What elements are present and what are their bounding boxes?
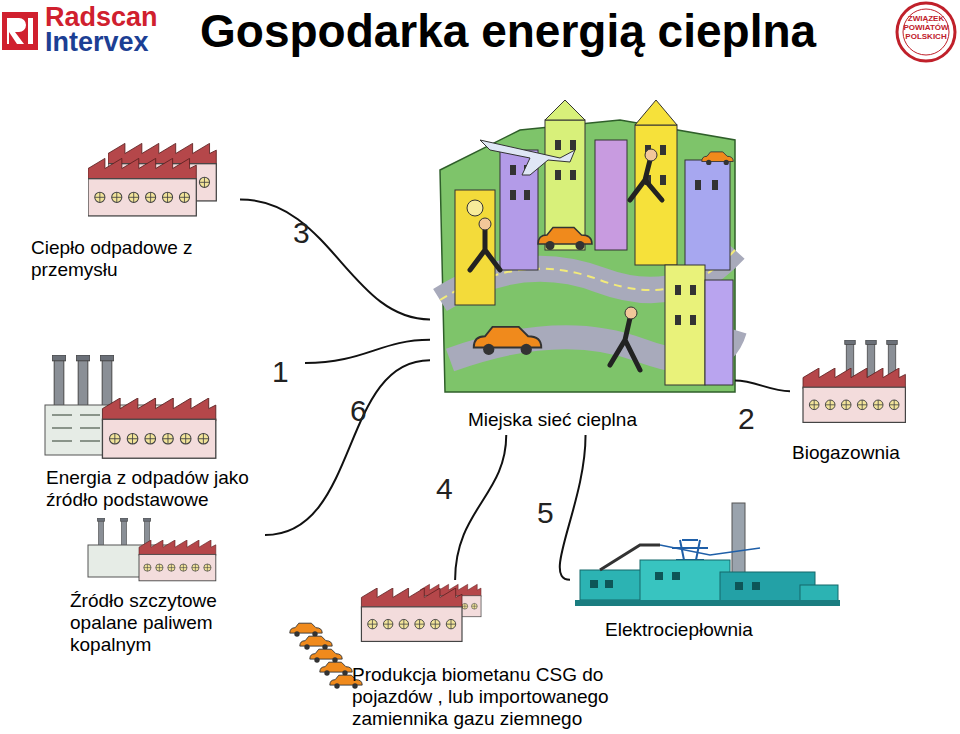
heat-pipe: [240, 199, 430, 319]
heat-source: Ciepło odpadowe z przemysłu: [25, 140, 240, 285]
node-label: Ciepło odpadowe z przemysłu: [31, 237, 236, 281]
heat-pipe: [735, 381, 790, 392]
node-label-group: Biogazownia: [792, 442, 912, 464]
chp-plant: [575, 503, 840, 606]
node-label: Elektrociepłownia: [605, 619, 840, 641]
node-label: Miejska sieć cieplna: [468, 409, 728, 431]
callout-number: 2: [738, 404, 755, 434]
heat-pipe: [560, 435, 586, 580]
heat-source: Produkcja biometanu CSG do pojazdów , lu…: [285, 580, 690, 732]
node-label-group: Miejska sieć cieplna: [468, 409, 728, 431]
node-label-group: Ciepło odpadowe z przemysłu: [31, 237, 236, 281]
heat-source: Elektrociepłownia: [570, 500, 845, 645]
heat-source: Biogazownia: [790, 340, 912, 468]
node-label-group: Energia z odpadów jako źródło podstawowe: [46, 467, 301, 511]
callout-number: 5: [537, 498, 554, 528]
callout-number: 3: [293, 218, 310, 248]
node-label: Źródło szczytowe opalane paliwem kopalny…: [70, 590, 265, 656]
company-name: Intervex: [45, 28, 195, 58]
node-label-group: Elektrociepłownia: [605, 619, 840, 641]
union-name: ZWIĄZEK POWIATÓW POLSKICH: [898, 15, 954, 41]
node-label: Energia z odpadów jako źródło podstawowe: [46, 467, 301, 511]
heat-pipe: [455, 435, 506, 580]
node-label: Biogazownia: [792, 442, 912, 464]
callout-number: 4: [436, 474, 453, 504]
city-network: Miejska sieć cieplna: [430, 95, 735, 435]
callout-number: 1: [272, 357, 289, 387]
node-label-group: Produkcja biometanu CSG do pojazdów , lu…: [352, 664, 662, 730]
node-label-group: Źródło szczytowe opalane paliwem kopalny…: [70, 590, 265, 656]
page-title: Gospodarka energią cieplna: [200, 4, 816, 58]
city-illustration: [440, 100, 735, 392]
callout-number: 6: [350, 396, 367, 426]
heat-pipe: [305, 340, 430, 363]
node-label: Produkcja biometanu CSG do pojazdów , lu…: [352, 664, 662, 730]
heat-source: Energia z odpadów jako źródło podstawowe: [40, 355, 305, 515]
union-logo: [897, 3, 955, 61]
heat-pipe: [265, 360, 430, 535]
company-mark: [2, 12, 38, 50]
heat-source: Źródło szczytowe opalane paliwem kopalny…: [65, 518, 265, 660]
